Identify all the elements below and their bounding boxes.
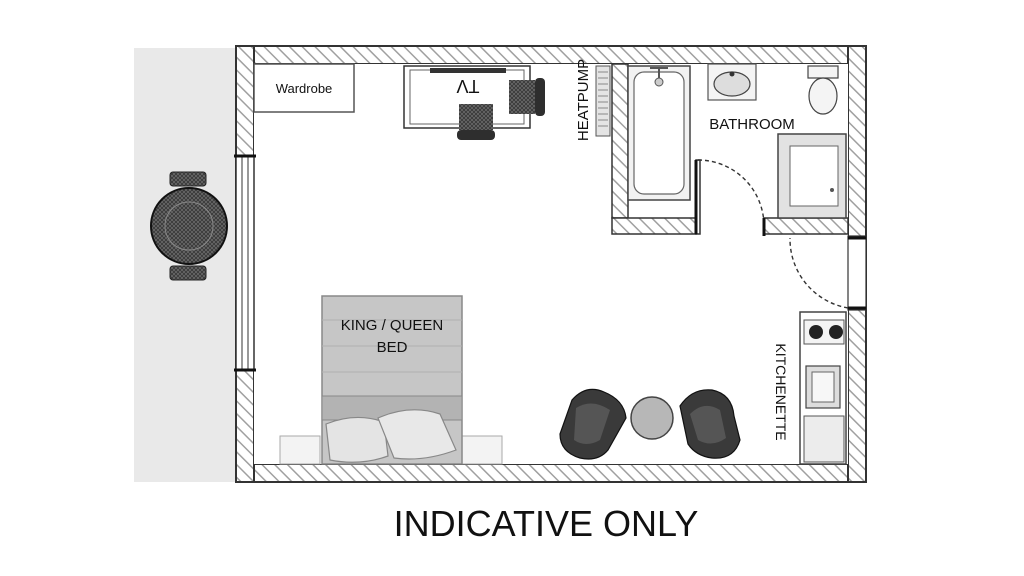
- shower: [777, 133, 847, 219]
- tv-desk: TV: [403, 65, 545, 140]
- disclaimer-text: INDICATIVE ONLY: [394, 503, 699, 544]
- pillow-icon: [377, 409, 457, 460]
- fridge-icon: [803, 415, 845, 463]
- armchair-right-icon: [679, 389, 741, 459]
- wardrobe-label: Wardrobe: [276, 81, 333, 96]
- bathtub: [627, 65, 691, 201]
- bed: KING / QUEEN BED: [279, 295, 503, 465]
- kitchenette: KITCHENETTE: [773, 311, 847, 465]
- wardrobe: Wardrobe: [253, 63, 355, 113]
- bathroom-door: [694, 159, 766, 236]
- balcony-area: [134, 48, 236, 482]
- coffee-table: [630, 396, 674, 440]
- side-chair-icon: [509, 80, 535, 114]
- heatpump: HEATPUMP: [575, 59, 611, 141]
- sink: [707, 63, 757, 101]
- desk-chair-icon: [459, 104, 493, 130]
- balcony-table-set: [150, 171, 228, 281]
- hotplate-icon: [829, 325, 843, 339]
- bathroom-label: BATHROOM: [709, 116, 795, 133]
- heatpump-label: HEATPUMP: [575, 59, 592, 141]
- balcony-window: [234, 154, 256, 372]
- armchair-left-icon: [559, 388, 627, 460]
- tv-label: TV: [456, 76, 479, 96]
- pillow-icon: [325, 416, 389, 463]
- bathroom-walls: [611, 63, 849, 235]
- hotplate-icon: [809, 325, 823, 339]
- entry-door: [789, 235, 867, 311]
- kitchenette-label: KITCHENETTE: [773, 343, 789, 440]
- balcony-table-icon: [150, 187, 228, 265]
- toilet: [807, 65, 839, 115]
- bed-label-line1: KING / QUEEN: [341, 317, 444, 334]
- bed-label-line2: BED: [377, 339, 408, 356]
